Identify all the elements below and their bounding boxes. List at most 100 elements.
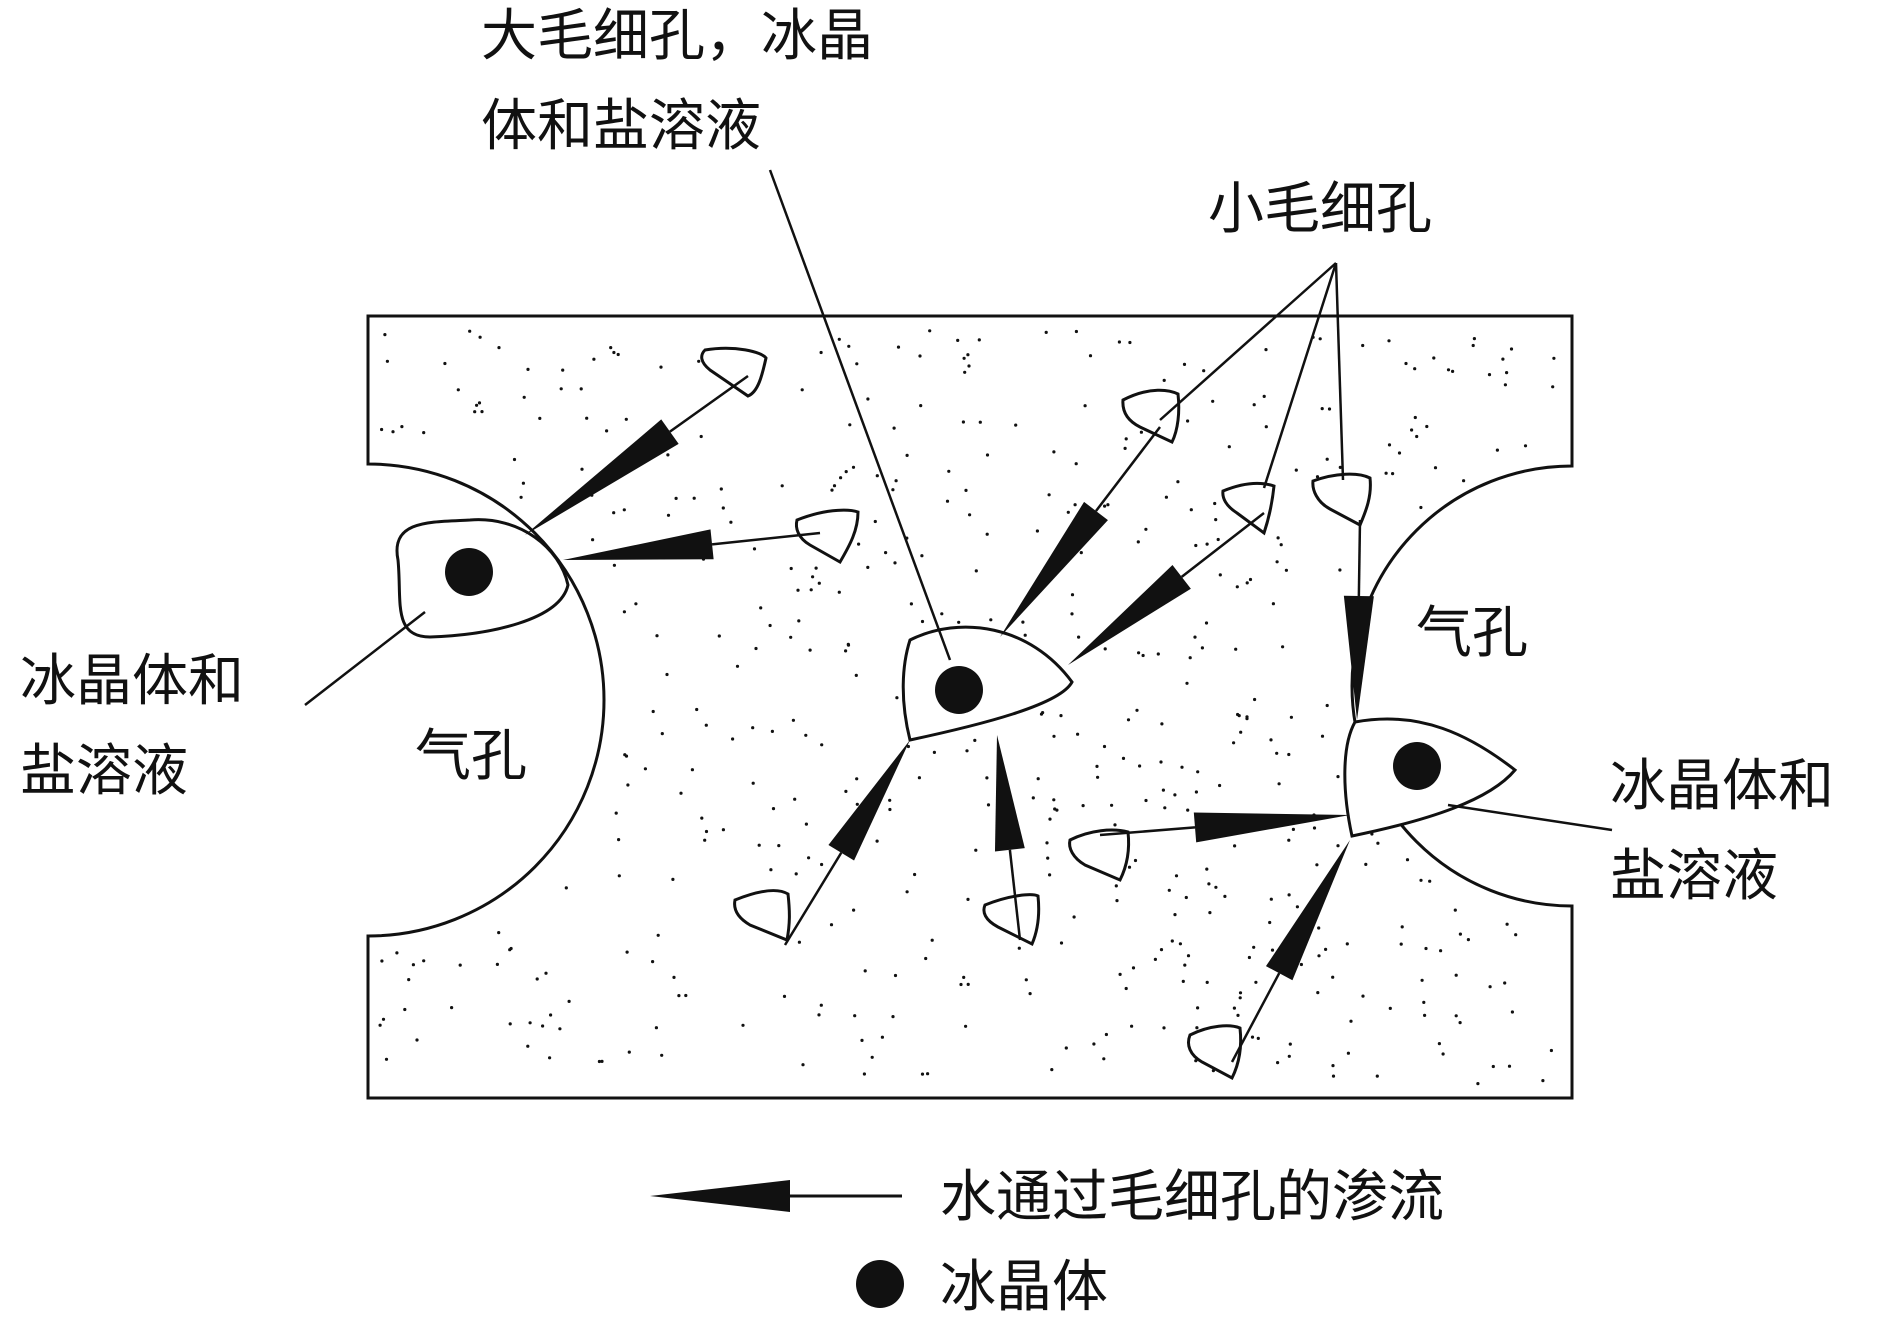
stipple-dot bbox=[1239, 730, 1243, 734]
stipple-dot bbox=[1113, 823, 1117, 827]
stipple-dot bbox=[1070, 593, 1075, 597]
stipple-dot bbox=[1491, 1064, 1495, 1069]
stipple-dot bbox=[411, 963, 415, 967]
stipple-dot bbox=[1415, 434, 1419, 439]
stipple-dot bbox=[1083, 404, 1087, 408]
stipple-dot bbox=[526, 1044, 530, 1048]
stipple-dot bbox=[1059, 714, 1063, 718]
stipple-dot bbox=[1183, 963, 1187, 967]
stipple-dot bbox=[808, 648, 812, 652]
stipple-dot bbox=[962, 356, 966, 360]
stipple-dot bbox=[1114, 884, 1118, 888]
stipple-dot bbox=[1159, 760, 1163, 764]
stipple-dot bbox=[1423, 1013, 1427, 1018]
stipple-dot bbox=[1213, 501, 1217, 506]
stipple-dot bbox=[1141, 653, 1145, 658]
stipple-dot bbox=[977, 338, 981, 342]
stipple-dot bbox=[1133, 858, 1138, 863]
stipple-dot bbox=[1205, 542, 1209, 546]
stipple-dot bbox=[1196, 1006, 1200, 1010]
stipple-dot bbox=[1156, 652, 1160, 656]
seepage-arrow-shaft bbox=[1008, 849, 1022, 941]
stipple-dot bbox=[1454, 1014, 1458, 1018]
stipple-dot bbox=[964, 488, 968, 492]
stipple-dot bbox=[920, 554, 924, 558]
stipple-dot bbox=[381, 1017, 386, 1021]
stipple-dot bbox=[1074, 329, 1078, 334]
stipple-dot bbox=[930, 938, 934, 942]
stipple-dot bbox=[1399, 942, 1403, 946]
stipple-dot bbox=[1317, 926, 1321, 930]
stipple-dot bbox=[832, 484, 837, 488]
stipple-dot bbox=[1462, 479, 1466, 483]
stipple-dot bbox=[1077, 635, 1081, 639]
stipple-dot bbox=[1276, 1061, 1280, 1065]
stipple-dot bbox=[1136, 540, 1140, 544]
stipple-dot bbox=[1202, 369, 1206, 373]
stipple-dot bbox=[1232, 741, 1236, 745]
small-capillary bbox=[1187, 1024, 1243, 1081]
stipple-dot bbox=[1523, 444, 1528, 448]
stipple-dot bbox=[1487, 373, 1492, 377]
stipple-dot bbox=[1405, 858, 1410, 862]
stipple-dot bbox=[617, 838, 621, 842]
center-ice-pocket bbox=[901, 625, 1074, 742]
leader-line-small-capillary bbox=[1159, 262, 1337, 421]
stipple-dot bbox=[1194, 790, 1198, 794]
stipple-dot bbox=[1232, 1006, 1236, 1010]
stipple-dot bbox=[1103, 647, 1107, 651]
stipple-dot bbox=[1031, 796, 1035, 800]
stipple-dot bbox=[1270, 948, 1275, 952]
stipple-dot bbox=[1024, 978, 1028, 982]
stipple-dot bbox=[1234, 647, 1238, 651]
stipple-dot bbox=[793, 797, 797, 801]
stipple-dot bbox=[497, 346, 501, 350]
seepage-arrow-head bbox=[1265, 840, 1350, 981]
stipple-dot bbox=[1510, 1010, 1514, 1014]
stipple-dot bbox=[1106, 503, 1110, 507]
stipple-dot bbox=[1471, 343, 1475, 348]
stipple-dot bbox=[1453, 908, 1457, 912]
seepage-arrow-shaft bbox=[783, 852, 843, 946]
stipple-dot bbox=[1433, 466, 1438, 470]
stipple-dot bbox=[1324, 947, 1328, 952]
stipple-dot bbox=[804, 822, 809, 826]
stipple-dot bbox=[940, 612, 944, 616]
stipple-dot bbox=[1451, 369, 1455, 373]
stipple-dot bbox=[846, 643, 851, 647]
stipple-dot bbox=[403, 1007, 407, 1012]
stipple-dot bbox=[616, 352, 620, 357]
stipple-dot bbox=[906, 744, 911, 749]
stipple-dot bbox=[884, 551, 888, 555]
stipple-dot bbox=[1052, 798, 1056, 802]
small-capillary bbox=[794, 508, 860, 565]
stipple-dot bbox=[1115, 899, 1119, 903]
stipple-dot bbox=[528, 1021, 532, 1025]
stipple-dot bbox=[674, 496, 678, 500]
stipple-dot bbox=[643, 767, 648, 771]
stipple-dot bbox=[1218, 783, 1222, 788]
stipple-dot bbox=[1488, 985, 1492, 989]
stipple-dot bbox=[1173, 913, 1177, 917]
stipple-dot bbox=[561, 368, 565, 372]
stipple-dot bbox=[1315, 475, 1320, 479]
stipple-dot bbox=[1118, 972, 1122, 977]
stipple-dot bbox=[612, 563, 617, 567]
stipple-dot bbox=[1503, 981, 1507, 985]
stipple-dot bbox=[893, 973, 898, 978]
stipple-dot bbox=[558, 1027, 562, 1031]
stipple-dot bbox=[920, 1072, 925, 1076]
stipple-dot bbox=[1178, 942, 1182, 946]
label-left-ice-line1: 冰晶体和 bbox=[20, 649, 244, 714]
stipple-dot bbox=[458, 963, 462, 967]
label-left-ice-line2: 盐溶液 bbox=[20, 739, 188, 804]
stipple-dot bbox=[873, 519, 877, 524]
stipple-dot bbox=[1211, 399, 1215, 403]
stipple-dot bbox=[1472, 337, 1476, 341]
stipple-dot bbox=[703, 838, 707, 842]
stipple-dot bbox=[1269, 897, 1273, 901]
stipple-dot bbox=[1186, 419, 1190, 423]
stipple-dot bbox=[1505, 922, 1509, 926]
stipple-dot bbox=[1364, 862, 1368, 867]
stipple-dot bbox=[855, 777, 859, 781]
